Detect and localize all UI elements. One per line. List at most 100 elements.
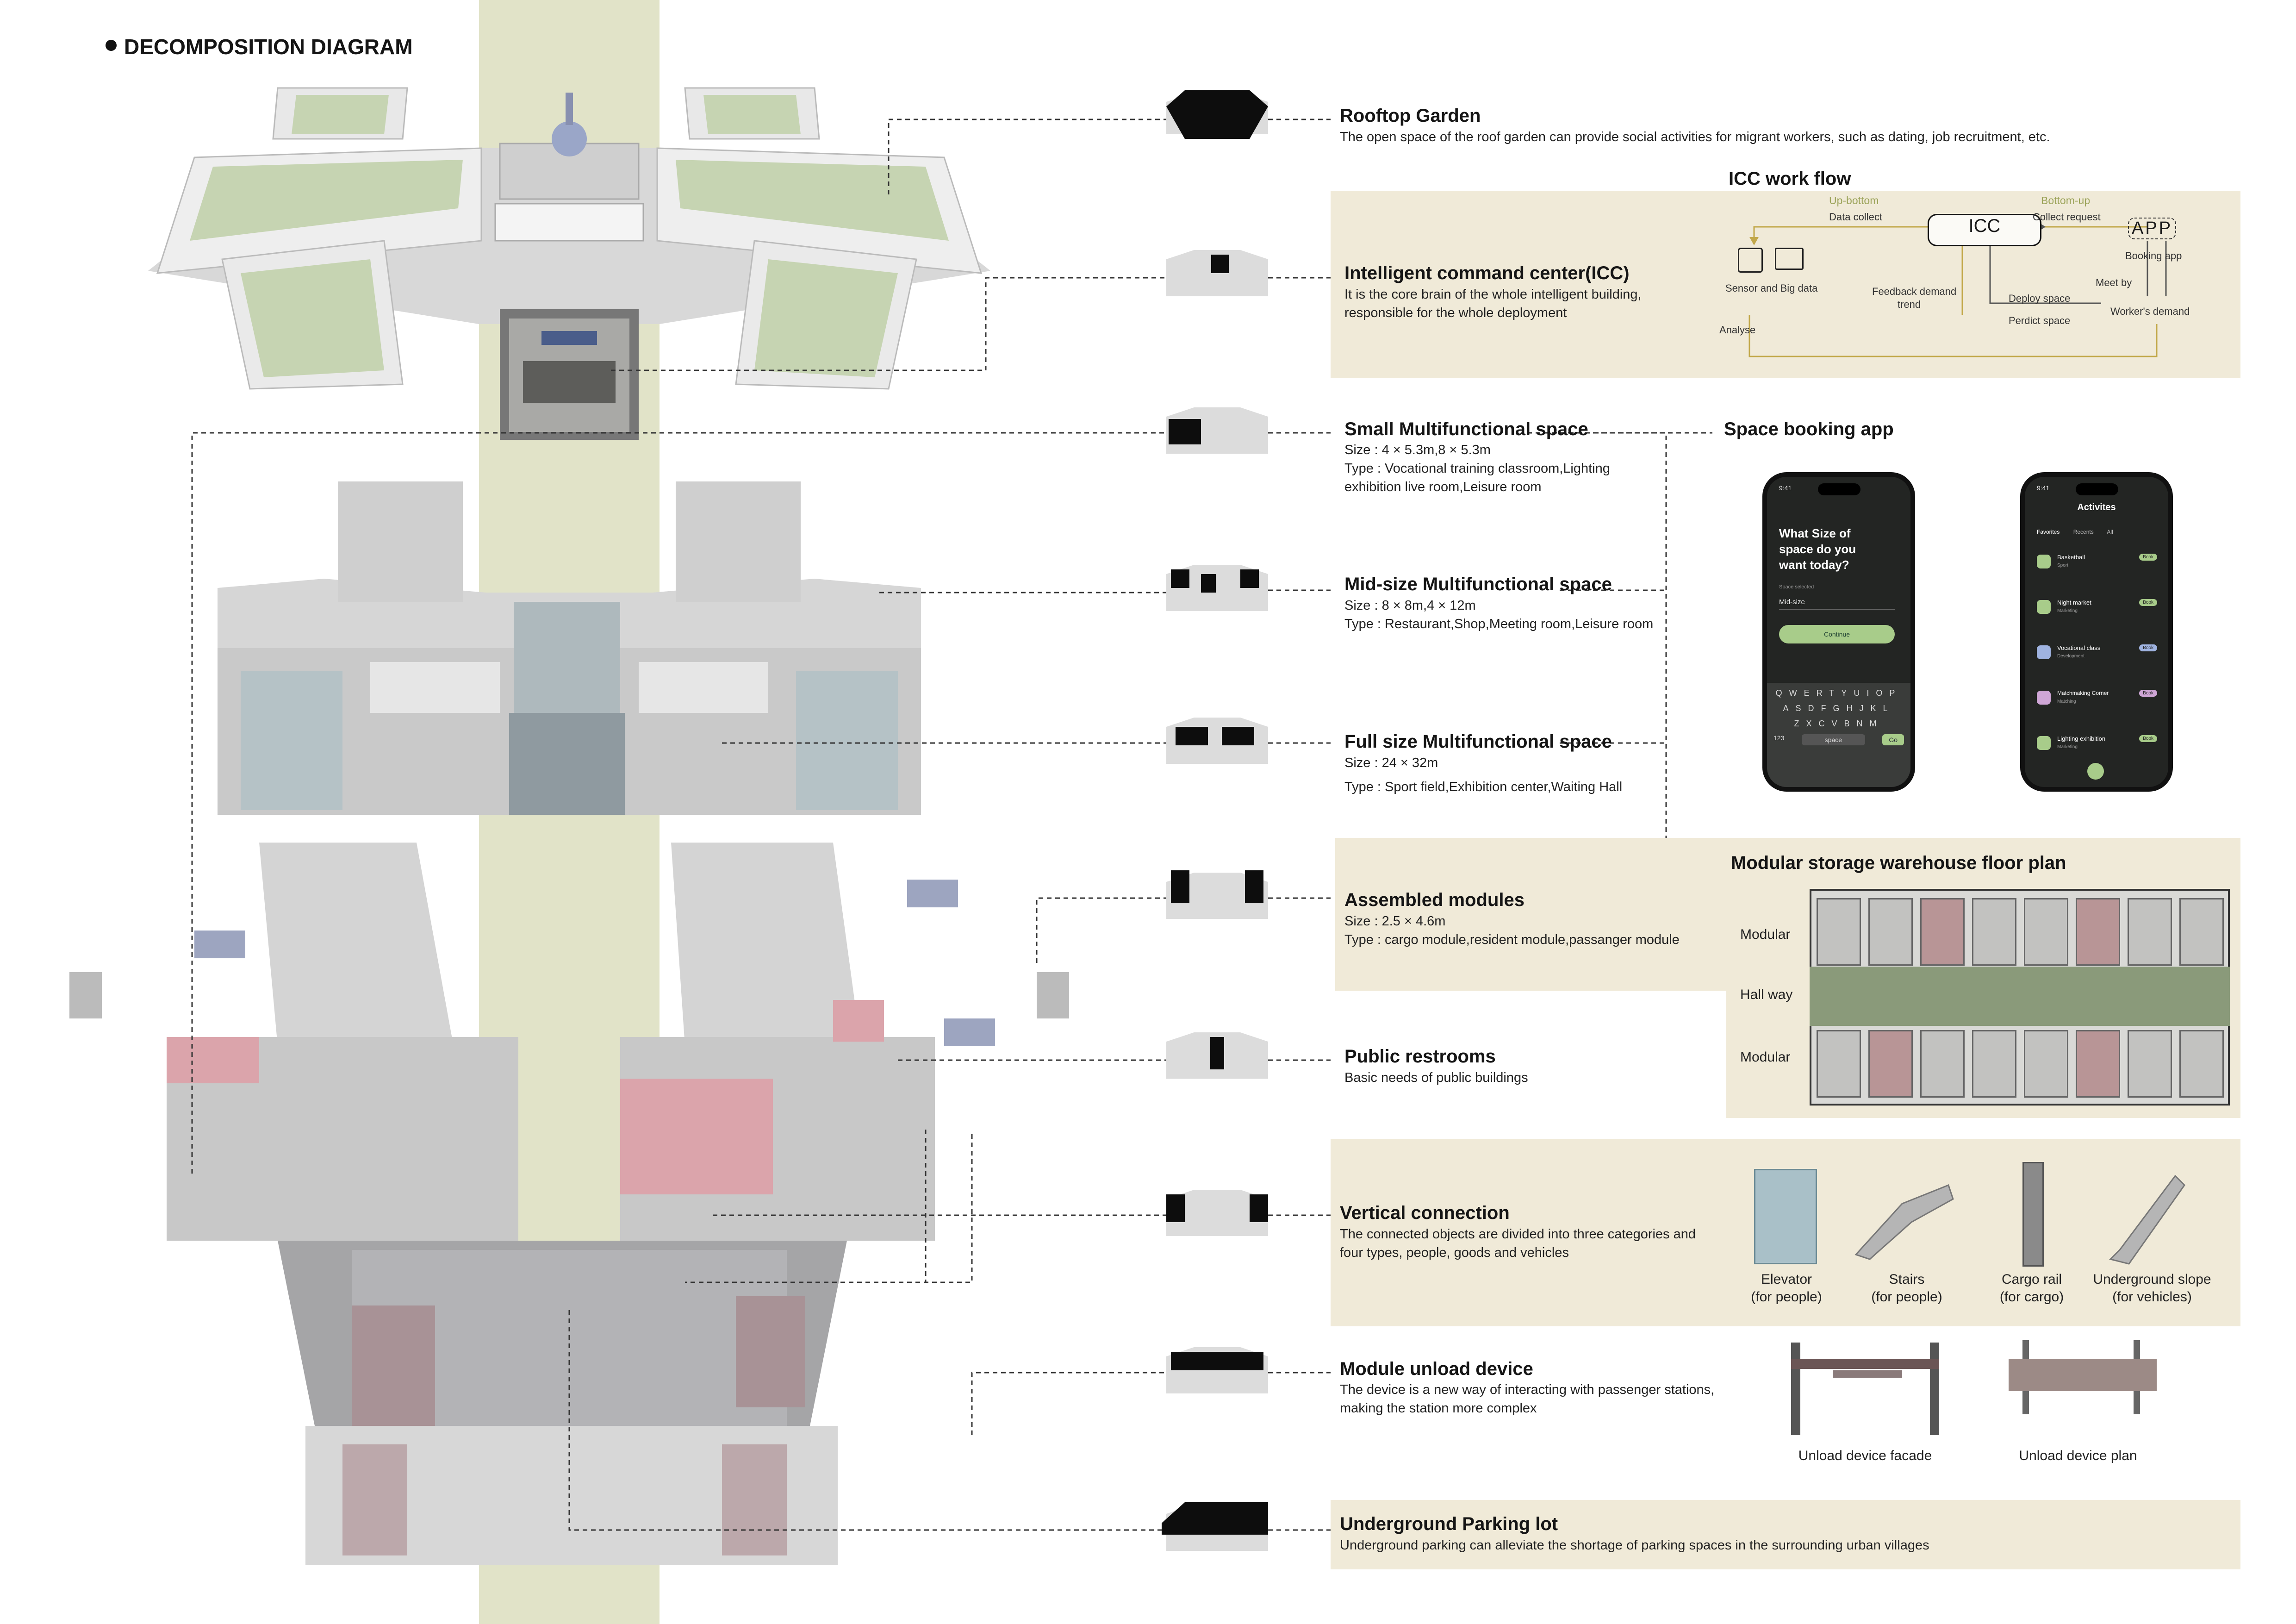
storage-module <box>2024 1030 2068 1098</box>
small-line-2: Type : Vocational training classroom,Lig… <box>1344 461 1610 476</box>
icc-workflow-title: ICC work flow <box>1729 169 1851 189</box>
rooftop-title: Rooftop Garden <box>1340 106 1481 126</box>
booking-app-label: Booking app <box>2125 250 2182 262</box>
mid-line-2: Type : Restaurant,Shop,Meeting room,Leis… <box>1344 617 1654 631</box>
tab-all[interactable]: All <box>2107 529 2113 535</box>
key-space[interactable]: space <box>1801 734 1866 745</box>
storage-module <box>1920 1030 1965 1098</box>
storage-module <box>2076 1030 2120 1098</box>
storage-module <box>2076 898 2120 966</box>
storage-module <box>2179 898 2224 966</box>
book-button[interactable]: Book <box>2139 735 2157 742</box>
tab-recents[interactable]: Recents <box>2073 529 2094 535</box>
warehouse-modular-top-label: Modular <box>1740 927 1791 942</box>
activity-item[interactable]: Vocational class Development Book <box>2037 642 2157 687</box>
modules-title: Assembled modules <box>1344 890 1525 910</box>
phone-time: 9:41 <box>1779 484 1792 492</box>
book-button[interactable]: Book <box>2139 644 2157 651</box>
storage-module <box>1868 1030 1913 1098</box>
keyboard-row-3[interactable]: ZXCVBNM <box>1794 719 1884 728</box>
parking-desc: Underground parking can alleviate the sh… <box>1340 1538 1929 1553</box>
key-123[interactable]: 123 <box>1773 734 1785 742</box>
icc-panel <box>1331 191 2240 378</box>
tab-favorites[interactable]: Favorites <box>2037 529 2060 535</box>
icc-title: Intelligent command center(ICC) <box>1344 263 1630 283</box>
data-collect-label: Data collect <box>1829 211 1882 223</box>
restroom-title: Public restrooms <box>1344 1046 1496 1067</box>
booking-app-title: Space booking app <box>1724 419 1894 439</box>
phone-question: What Size of space do you want today? <box>1779 526 1856 572</box>
phone-notch <box>1818 483 1860 495</box>
full-line-2: Type : Sport field,Exhibition center,Wai… <box>1344 780 1623 794</box>
activity-icon <box>2037 645 2051 659</box>
mid-line-1: Size : 8 × 8m,4 × 12m <box>1344 598 1476 613</box>
storage-module <box>2024 898 2068 966</box>
mid-title: Mid-size Multifunctional space <box>1344 574 1612 594</box>
book-button[interactable]: Book <box>2139 599 2157 606</box>
unload-title: Module unload device <box>1340 1359 1533 1379</box>
activity-name: Matchmaking Corner <box>2057 690 2109 696</box>
activity-sub: Matching <box>2057 699 2076 704</box>
storage-module <box>1920 898 1965 966</box>
storage-module <box>2128 898 2172 966</box>
activity-item[interactable]: Lighting exhibition Marketing Book <box>2037 732 2157 778</box>
warehouse-modular-bottom-label: Modular <box>1740 1049 1791 1065</box>
activities-list: Basketball Sport Book Night market Marke… <box>2037 551 2157 778</box>
keyboard-row-1[interactable]: QWERTYUIOP <box>1775 688 1902 698</box>
storage-module <box>2179 1030 2224 1098</box>
icc-room <box>500 309 639 440</box>
bottom-up-label: Bottom-up <box>2041 194 2091 206</box>
space-field-value[interactable]: Mid-size <box>1779 598 1895 610</box>
activity-icon <box>2037 555 2051 568</box>
keyboard[interactable]: QWERTYUIOP ASDFGHJKL ZXCVBNM 123 space G… <box>1767 683 1910 787</box>
small-title: Small Multifunctional space <box>1344 419 1588 439</box>
cargo-rail-label: Cargo rail(for cargo) <box>1999 1272 2064 1305</box>
activities-tabs[interactable]: Favorites Recents All <box>2037 529 2113 535</box>
book-button[interactable]: Book <box>2139 554 2157 561</box>
activity-item[interactable]: Matchmaking Corner Matching Book <box>2037 687 2157 732</box>
activity-item[interactable]: Basketball Sport Book <box>2037 551 2157 596</box>
continue-button[interactable]: Continue <box>1779 625 1895 643</box>
title-bullet-icon <box>106 40 117 51</box>
activity-icon <box>2037 736 2051 750</box>
page-title: DECOMPOSITION DIAGRAM <box>124 35 413 59</box>
parking-title: Underground Parking lot <box>1340 1514 1558 1534</box>
app-node-label: APP <box>2128 218 2177 239</box>
storage-module <box>1972 898 2016 966</box>
deploy-label: Deploy space <box>2009 293 2071 304</box>
key-go[interactable]: Go <box>1882 734 1904 745</box>
analyse-label: Analyse <box>1719 324 1756 336</box>
activity-item[interactable]: Night market Marketing Book <box>2037 596 2157 642</box>
storage-module <box>1817 1030 1861 1098</box>
cargo-rail-icon <box>2022 1162 2044 1267</box>
book-button[interactable]: Book <box>2139 690 2157 697</box>
activity-name: Basketball <box>2057 554 2085 561</box>
rooftop-layer <box>148 87 990 390</box>
activity-icon <box>2037 691 2051 705</box>
add-button[interactable] <box>2087 763 2104 780</box>
vertical-title: Vertical connection <box>1340 1203 1510 1223</box>
booking-phone-activities: 9:41 Activites Favorites Recents All Bas… <box>2020 472 2173 792</box>
modules-floor <box>69 843 1069 1241</box>
icc-node-label: ICC <box>1968 216 2001 236</box>
sensor-icon <box>1738 248 1763 273</box>
booking-phone-size: 9:41 What Size of space do you want toda… <box>1762 472 1915 792</box>
warehouse-modules-top <box>1817 898 2224 966</box>
multifunctional-floor <box>218 481 921 815</box>
slope-label: Underground slope(for vehicles) <box>2093 1272 2211 1305</box>
meet-by-label: Meet by <box>2096 277 2132 288</box>
worker-demand-label: Worker's demand <box>2110 306 2190 317</box>
storage-module <box>1817 898 1861 966</box>
warehouse-hallway <box>1810 967 2230 1026</box>
activity-icon <box>2037 600 2051 614</box>
activity-sub: Marketing <box>2057 744 2078 750</box>
icc-desc: It is the core brain of the whole intell… <box>1344 287 1642 320</box>
icc-node <box>1928 214 2041 246</box>
modules-line-2: Type : cargo module,resident module,pass… <box>1344 932 1680 947</box>
keyboard-row-2[interactable]: ASDFGHJKL <box>1783 704 1895 713</box>
activity-sub: Development <box>2057 654 2084 659</box>
